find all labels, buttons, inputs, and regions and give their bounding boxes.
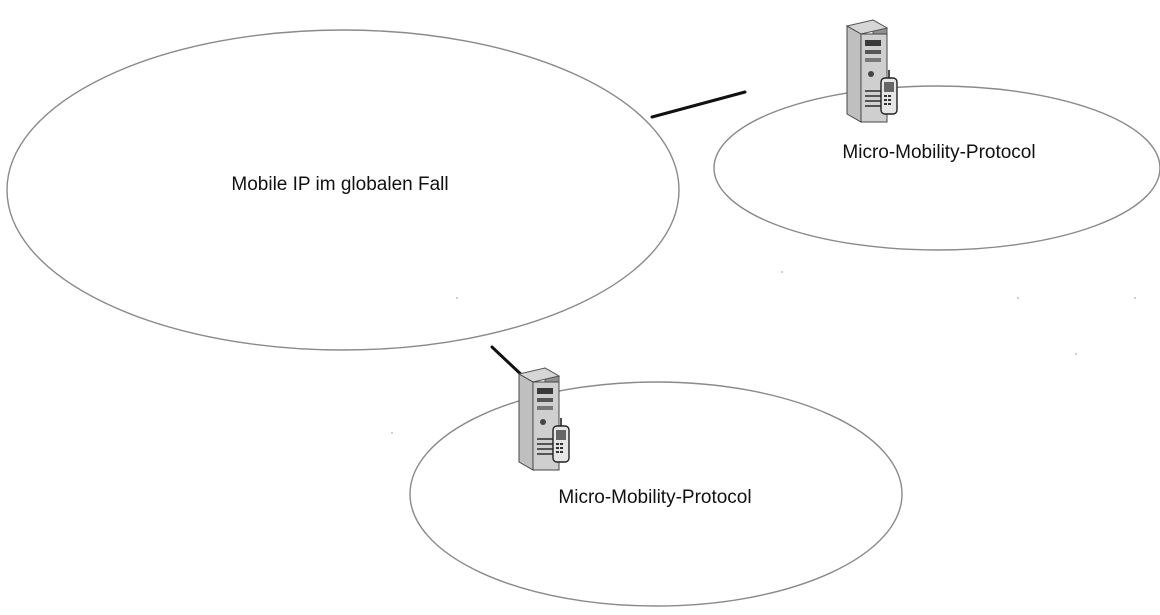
micro-domain-right-label: Micro-Mobility-Protocol <box>842 142 1035 163</box>
global-domain-label: Mobile IP im globalen Fall <box>231 174 448 195</box>
global-mobile-ip-domain <box>6 29 680 351</box>
micro-mobility-domain-right <box>713 85 1160 251</box>
micro-domain-bottom-label: Micro-Mobility-Protocol <box>558 487 751 508</box>
server-with-mobile-phone-icon <box>846 19 898 123</box>
server-with-mobile-phone-icon <box>518 367 570 471</box>
link-global-to-right-gateway <box>650 90 747 119</box>
